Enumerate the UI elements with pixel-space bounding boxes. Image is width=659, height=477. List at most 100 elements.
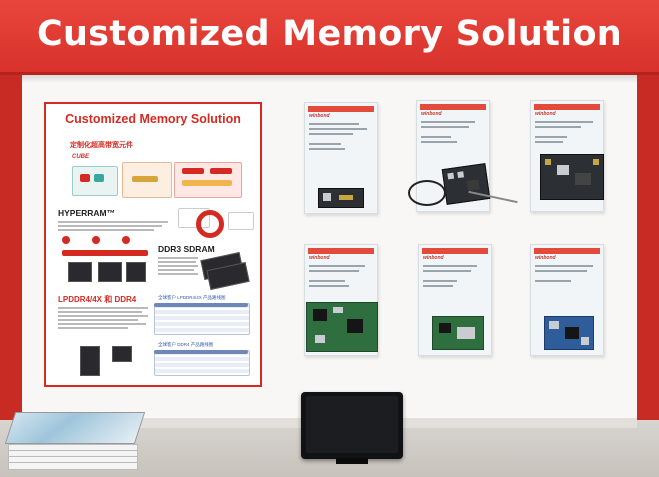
hyperram-ring: [196, 210, 224, 238]
poster-logo: CUBE: [72, 154, 90, 160]
right-side-panel: [637, 75, 659, 455]
text-line: [158, 265, 198, 267]
card-text-line: [421, 141, 457, 143]
table-header: [154, 350, 248, 354]
roadmap-table: [154, 303, 250, 335]
card-text-line: [309, 148, 345, 150]
card-logo: winbond: [535, 111, 556, 117]
card-logo: winbond: [423, 255, 444, 261]
card-logo: winbond: [535, 255, 556, 261]
card-text-line: [423, 270, 471, 272]
text-line: [58, 323, 146, 325]
card-text-line: [535, 270, 587, 272]
card-text-line: [309, 285, 349, 287]
card-text-line: [309, 143, 341, 145]
card-text-line: [423, 265, 477, 267]
table-header: [154, 303, 248, 307]
red-banner: [62, 250, 148, 256]
card-text-line: [535, 121, 593, 123]
card-header: [422, 248, 488, 254]
dev-board: [540, 154, 604, 200]
card-header: [534, 248, 600, 254]
memory-chip: [68, 262, 92, 282]
diagram-chip: [94, 174, 104, 182]
memory-chip: [126, 262, 146, 282]
component: [439, 323, 451, 333]
card-text-line: [309, 133, 353, 135]
brochure-cover: [4, 412, 146, 444]
component: [557, 165, 569, 175]
lpddr-heading: LPDDR4/4X 和 DDR4: [58, 295, 137, 304]
diagram-chip: [132, 176, 158, 182]
tablet-stand: [336, 458, 368, 464]
card-header: [308, 106, 374, 112]
card-header: [534, 104, 600, 110]
card-logo: winbond: [309, 255, 330, 261]
text-line: [58, 315, 148, 317]
component: [457, 171, 465, 179]
diagram-chip: [210, 168, 232, 174]
memory-chip: [98, 262, 122, 282]
card-text-line: [421, 126, 469, 128]
card-text-line: [423, 280, 457, 282]
card-text-line: [309, 280, 345, 282]
text-line: [58, 221, 168, 223]
component: [565, 327, 579, 339]
card-text-line: [421, 121, 475, 123]
component: [581, 337, 589, 345]
dev-board: [544, 316, 594, 350]
brochure-stack: [8, 462, 138, 470]
left-side-panel: [0, 75, 22, 455]
text-line: [58, 229, 154, 231]
ddr3-heading: DDR3 SDRAM: [158, 244, 215, 254]
text-line: [58, 307, 148, 309]
component: [315, 335, 325, 343]
text-line: [158, 273, 198, 275]
component: [593, 159, 599, 165]
feature-icon: [92, 236, 100, 244]
card-header: [420, 104, 486, 110]
card-text-line: [535, 280, 571, 282]
poster-title: Customized Memory Solution: [65, 112, 241, 126]
component: [313, 309, 327, 321]
lpddr-chip: [80, 346, 100, 376]
text-line: [58, 225, 162, 227]
card-text-line: [535, 126, 581, 128]
card-logo: winbond: [421, 111, 442, 117]
card-text-line: [309, 128, 367, 130]
table-caption: 全球客户 LPDDR4/4X 产品路线图: [158, 295, 226, 300]
diagram-chip: [182, 180, 232, 186]
card-text-line: [421, 136, 451, 138]
card-text-line: [309, 123, 359, 125]
poster-subtitle: 定制化超高带宽元件: [70, 142, 133, 149]
card-text-line: [535, 136, 567, 138]
card-text-line: [309, 270, 359, 272]
wall-shadow: [22, 75, 637, 83]
hyperram-heading: HYPERRAM™: [58, 208, 116, 218]
card-text-line: [309, 265, 365, 267]
tablet-screen: [306, 396, 398, 453]
text-line: [158, 261, 196, 263]
feature-icon: [122, 236, 130, 244]
diagram-chip: [80, 174, 90, 182]
card-text-line: [535, 141, 563, 143]
component: [323, 193, 331, 201]
text-line: [158, 269, 194, 271]
card-header: [308, 248, 374, 254]
component: [545, 159, 551, 165]
banner: Customized Memory Solution: [0, 0, 659, 75]
text-line: [58, 327, 128, 329]
roadmap-table: [154, 350, 250, 376]
hyperram-diagram: [228, 212, 254, 230]
dev-board: [306, 302, 378, 352]
tablet: [301, 392, 403, 459]
card-text-line: [535, 265, 593, 267]
dev-board: [441, 163, 491, 205]
component: [575, 173, 591, 185]
feature-icon: [62, 236, 70, 244]
text-line: [158, 257, 198, 259]
card-text-line: [423, 285, 453, 287]
text-line: [58, 311, 142, 313]
component: [466, 179, 480, 191]
component: [339, 195, 353, 200]
